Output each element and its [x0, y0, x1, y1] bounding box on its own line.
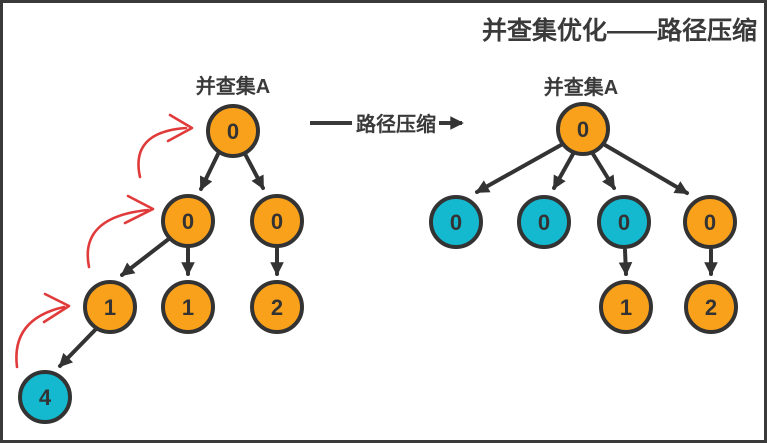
- left-tree-nodes: 0 0 0 1 1 2 4: [18, 104, 304, 424]
- node-circle: [517, 195, 571, 249]
- right-node-root: 0: [556, 102, 610, 156]
- node-value: 0: [618, 210, 630, 235]
- edge-grandchild1a-to-leaf-4: [58, 327, 98, 368]
- node-circle: [83, 280, 137, 334]
- node-value: 0: [538, 210, 550, 235]
- node-value: 0: [450, 210, 462, 235]
- transform-arrow: 路径压缩: [310, 112, 464, 136]
- left-node-child-left: 0: [161, 194, 215, 248]
- left-node-child-right: 0: [250, 194, 304, 248]
- left-node-grandchild-1a: 1: [83, 280, 137, 334]
- node-circle: [556, 102, 610, 156]
- red-arrowhead-to-child: [123, 194, 155, 225]
- node-value: 1: [620, 295, 632, 320]
- node-circle: [684, 280, 738, 334]
- node-value: 0: [577, 117, 589, 142]
- edge-childleft-to-grandchild-1a: [120, 236, 172, 277]
- node-circle: [161, 194, 215, 248]
- node-circle: [597, 195, 651, 249]
- node-circle: [599, 280, 653, 334]
- transform-label: 路径压缩: [356, 112, 436, 136]
- edge-root-to-child-3: [591, 152, 616, 190]
- node-circle: [250, 194, 304, 248]
- left-node-grandchild-2: 2: [250, 280, 304, 334]
- right-node-child-2: 0: [517, 195, 571, 249]
- node-circle: [250, 280, 304, 334]
- edge-child3-to-grandchild-1: [618, 248, 633, 276]
- node-circle: [18, 370, 72, 424]
- left-node-root: 0: [206, 104, 260, 158]
- left-tree-label: 并查集A: [196, 74, 270, 98]
- red-curved-arrow-to-grandchild: [15, 305, 66, 369]
- right-tree-edges: [475, 143, 718, 276]
- node-value: 4: [39, 385, 52, 410]
- left-tree-edges: [58, 150, 284, 368]
- node-circle: [206, 104, 260, 158]
- left-node-leaf-4: 4: [18, 370, 72, 424]
- red-curved-arrow-to-child: [86, 208, 150, 269]
- node-circle: [429, 195, 483, 249]
- right-tree-label: 并查集A: [544, 75, 618, 99]
- node-value: 2: [705, 295, 717, 320]
- node-circle: [683, 195, 737, 249]
- red-curved-arrow-to-root: [137, 126, 188, 179]
- red-arrowhead-to-grandchild: [42, 292, 71, 324]
- edge-root-to-child-1: [475, 143, 563, 194]
- node-value: 0: [227, 119, 239, 144]
- node-value: 2: [271, 295, 283, 320]
- right-tree: 并查集A 0 0 0 0: [429, 75, 738, 334]
- right-node-grandchild-1: 1: [599, 280, 653, 334]
- right-node-child-3: 0: [597, 195, 651, 249]
- page-title: 并查集优化——路径压缩: [482, 16, 757, 45]
- node-circle: [161, 280, 215, 334]
- right-node-child-4: 0: [683, 195, 737, 249]
- red-arrowhead-to-root: [166, 113, 194, 143]
- right-node-child-1: 0: [429, 195, 483, 249]
- edge-root-to-child-right: [242, 150, 265, 190]
- node-value: 0: [182, 209, 194, 234]
- right-tree-nodes: 0 0 0 0 0 1 2: [429, 102, 738, 334]
- edge-root-to-child-4: [603, 143, 689, 195]
- edge-root-to-child-left: [199, 150, 221, 191]
- node-value: 1: [182, 295, 194, 320]
- left-tree: 并查集A 0 0: [15, 74, 304, 424]
- node-value: 0: [271, 209, 283, 234]
- find-path-arrows: [15, 113, 194, 369]
- edge-root-to-child-2: [552, 152, 575, 190]
- node-value: 0: [704, 210, 716, 235]
- left-node-grandchild-1b: 1: [161, 280, 215, 334]
- right-node-grandchild-2: 2: [684, 280, 738, 334]
- node-value: 1: [104, 295, 116, 320]
